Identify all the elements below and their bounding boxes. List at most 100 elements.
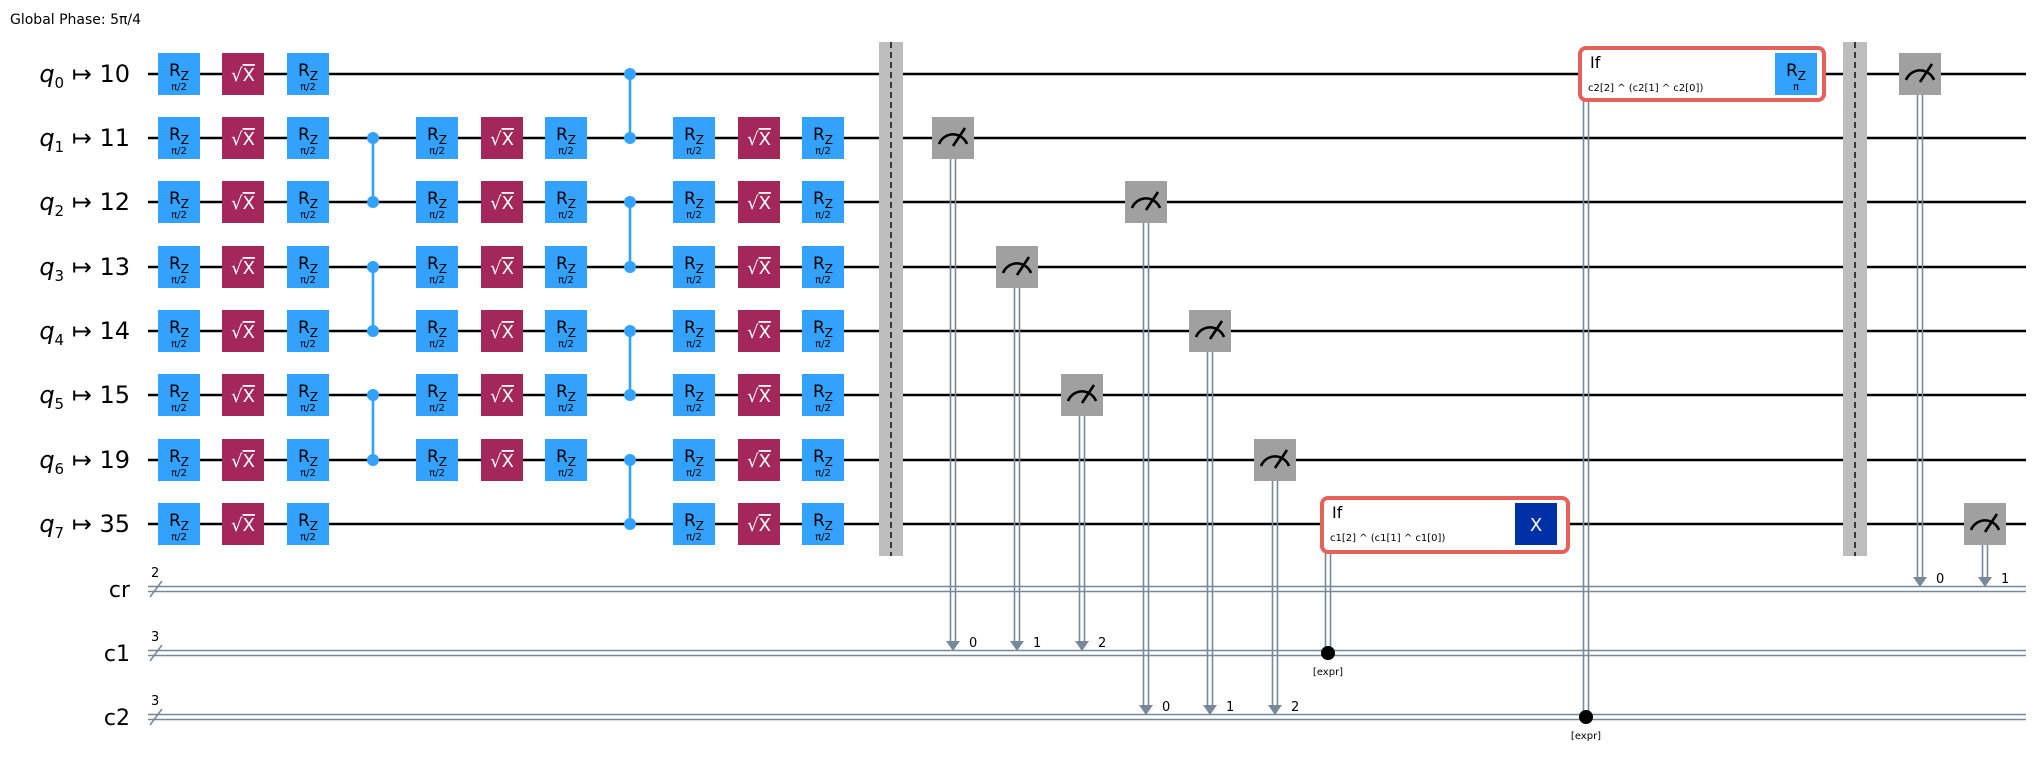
gate-rz-c0-q7: RZπ/2 — [158, 503, 200, 545]
gate-rz-c8-q2-box — [802, 181, 844, 223]
gate-rz-c2-q2-box — [287, 181, 329, 223]
cz-dot-1-a — [367, 261, 379, 273]
gate-sx-c7-q7-box — [738, 503, 780, 545]
gate-rz-c8-q6: RZπ/2 — [802, 439, 844, 481]
gate-rz-c5-q1-param: π/2 — [558, 146, 574, 157]
gate-rz-c5-q5: RZπ/2 — [545, 374, 587, 416]
if-ctrl-dot-1 — [1579, 710, 1593, 724]
gate-sx-c4-q1: √X — [481, 117, 523, 159]
gate-sx-c4-q1-box — [481, 117, 523, 159]
gate-rz-c8-q6-label: RZ — [813, 447, 833, 469]
measure-bit-2: 2 — [1098, 636, 1106, 651]
if-x-gate-label-0: X — [1530, 515, 1542, 536]
gate-sx-c7-q2-box — [738, 181, 780, 223]
if-title-1: If — [1590, 53, 1601, 72]
gate-rz-c8-q5-label: RZ — [813, 382, 833, 404]
gate-rz-c0-q4: RZπ/2 — [158, 310, 200, 352]
gate-rz-c6-q5-param: π/2 — [686, 403, 702, 414]
gate-rz-c2-q4: RZπ/2 — [287, 310, 329, 352]
measure-gate-2 — [1061, 374, 1103, 416]
measure-bit-6: 0 — [1936, 572, 1944, 587]
gate-rz-c3-q5-label: RZ — [427, 382, 447, 404]
measure-gate-3-needle — [1144, 191, 1160, 211]
gate-sx-c1-q1-box — [222, 117, 264, 159]
gate-rz-c5-q6-param: π/2 — [558, 468, 574, 479]
if-rz-gate-1-label: RZ — [1786, 61, 1806, 83]
gate-sx-c4-q6-box — [481, 439, 523, 481]
qubit-label-2: q2 ↦ 12 — [39, 188, 130, 220]
gate-rz-c6-q2-box — [673, 181, 715, 223]
gate-sx-c7-q2-label: √X — [747, 193, 771, 214]
measure-gate-0-needle — [951, 127, 967, 147]
measure-bit-4: 1 — [1226, 700, 1234, 715]
cz-dot-3-a — [624, 68, 636, 80]
gate-sx-c1-q0-label: √X — [231, 65, 255, 86]
gate-rz-c0-q2-param: π/2 — [171, 210, 187, 221]
measure-arrow-6 — [1913, 577, 1927, 587]
gate-rz-c2-q6-box — [287, 439, 329, 481]
gate-sx-c7-q1: √X — [738, 117, 780, 159]
gate-sx-c1-q6: √X — [222, 439, 264, 481]
gate-sx-c4-q5: √X — [481, 374, 523, 416]
gate-rz-c3-q2-box — [416, 181, 458, 223]
gate-rz-c2-q1-param: π/2 — [300, 146, 316, 157]
gate-sx-c1-q2-box — [222, 181, 264, 223]
gate-rz-c3-q1: RZπ/2 — [416, 117, 458, 159]
measure-gate-2-needle — [1080, 384, 1096, 404]
gate-rz-c8-q7-box — [802, 503, 844, 545]
gate-rz-c6-q6-box — [673, 439, 715, 481]
gate-rz-c3-q5-param: π/2 — [429, 403, 445, 414]
gate-rz-c8-q1-param: π/2 — [815, 146, 831, 157]
gate-sx-c7-q2: √X — [738, 181, 780, 223]
gate-rz-c6-q6: RZπ/2 — [673, 439, 715, 481]
measure-gate-5-needle — [1273, 449, 1289, 469]
gate-rz-c8-q1-label: RZ — [813, 125, 833, 147]
cz-dot-0-a — [367, 132, 379, 144]
gate-sx-c4-q5-box — [481, 374, 523, 416]
gate-sx-c1-q2-label: √X — [231, 193, 255, 214]
measure-gate-1-arc — [1001, 262, 1033, 274]
gate-sx-c7-q4-box — [738, 310, 780, 352]
cz-dot-5-b — [624, 389, 636, 401]
gate-sx-c1-q7-box — [222, 503, 264, 545]
gate-rz-c8-q2: RZπ/2 — [802, 181, 844, 223]
measure-gate-0-arc — [937, 133, 969, 145]
gate-rz-c3-q6-param: π/2 — [429, 468, 445, 479]
gate-rz-c0-q1-param: π/2 — [171, 146, 187, 157]
measure-gate-6-needle — [1918, 63, 1934, 83]
measure-gate-0-box — [932, 117, 974, 159]
gate-sx-c7-q5-box — [738, 374, 780, 416]
cz-dot-5-a — [624, 325, 636, 337]
gate-rz-c3-q5: RZπ/2 — [416, 374, 458, 416]
gate-sx-c7-q3: √X — [738, 246, 780, 288]
gate-rz-c0-q6-param: π/2 — [171, 468, 187, 479]
gate-rz-c5-q4-param: π/2 — [558, 339, 574, 350]
gate-sx-c1-q7: √X — [222, 503, 264, 545]
gate-rz-c3-q2-param: π/2 — [429, 210, 445, 221]
gate-sx-c7-q6-label: √X — [747, 451, 771, 472]
gate-rz-c0-q3-label: RZ — [169, 254, 189, 276]
creg-label-2: c2 — [104, 706, 130, 731]
gate-sx-c4-q3-box — [481, 246, 523, 288]
gate-sx-c7-q3-box — [738, 246, 780, 288]
gate-rz-c6-q3: RZπ/2 — [673, 246, 715, 288]
gate-rz-c3-q5-box — [416, 374, 458, 416]
gate-sx-c4-q3-label: √X — [490, 258, 514, 279]
gate-rz-c0-q1-label: RZ — [169, 125, 189, 147]
gate-rz-c6-q4-param: π/2 — [686, 339, 702, 350]
gate-sx-c7-q4-label: √X — [747, 322, 771, 343]
gate-rz-c2-q1: RZπ/2 — [287, 117, 329, 159]
gate-rz-c2-q3-box — [287, 246, 329, 288]
gate-sx-c4-q4-box — [481, 310, 523, 352]
gate-rz-c0-q2: RZπ/2 — [158, 181, 200, 223]
qubit-label-7: q7 ↦ 35 — [39, 510, 130, 542]
gate-rz-c6-q1-param: π/2 — [686, 146, 702, 157]
gate-rz-c8-q2-param: π/2 — [815, 210, 831, 221]
gate-sx-c1-q5-box — [222, 374, 264, 416]
gate-rz-c5-q4: RZπ/2 — [545, 310, 587, 352]
gate-rz-c5-q2-box — [545, 181, 587, 223]
gate-rz-c6-q3-param: π/2 — [686, 275, 702, 286]
gate-rz-c0-q1: RZπ/2 — [158, 117, 200, 159]
gate-rz-c6-q4-label: RZ — [684, 318, 704, 340]
gate-sx-c1-q6-label: √X — [231, 451, 255, 472]
